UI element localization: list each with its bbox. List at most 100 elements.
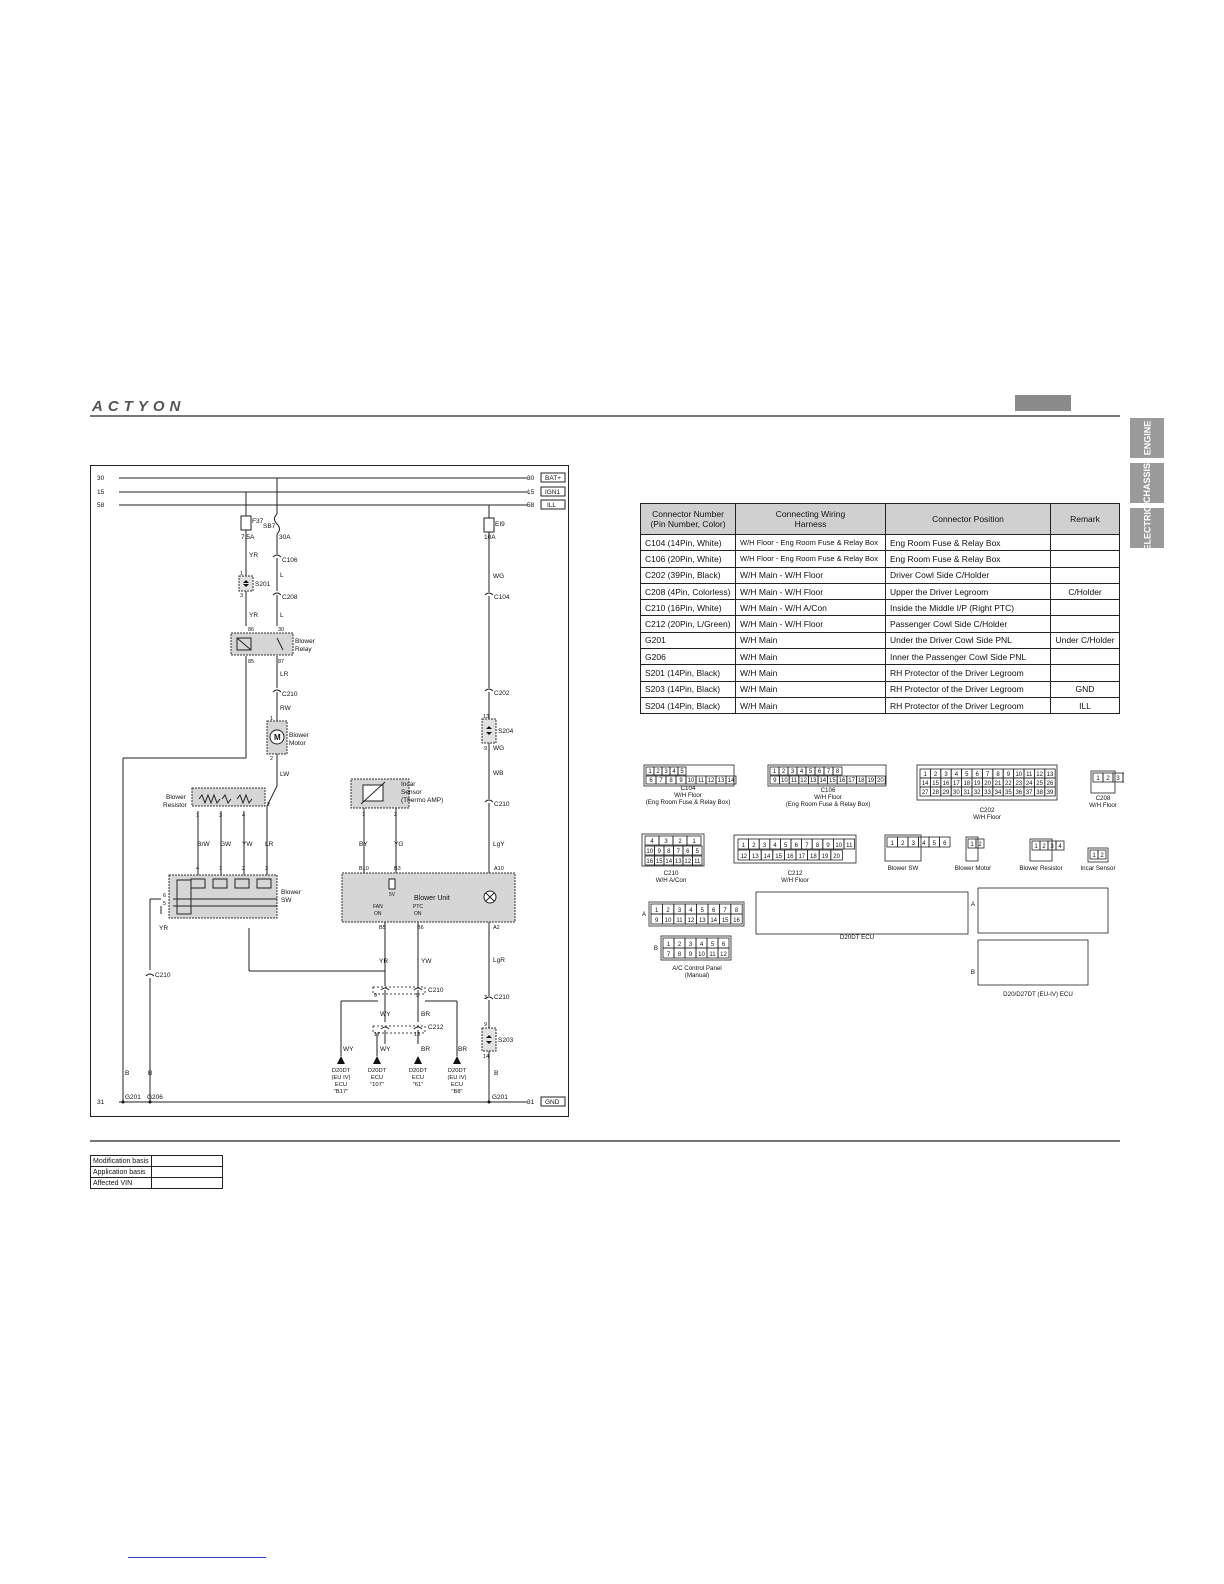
connector-pin: [875, 775, 886, 785]
side-tab-electric[interactable]: ELECTRIC: [1130, 506, 1164, 551]
wire-yw-1: YW: [242, 841, 253, 848]
connector-housing: [643, 764, 735, 787]
connector-housing: [977, 887, 1109, 934]
connector-pin-label: 17: [798, 854, 805, 860]
connector-pin-label: 3: [689, 942, 693, 948]
connector-pin-label: 9: [655, 918, 659, 924]
fuse-ei9-rating: 10A: [484, 534, 496, 541]
rail-30-left: 30: [97, 475, 105, 482]
wire-yr-2: YR: [249, 612, 258, 619]
table-row: C208 (4Pin, Colorless)W/H Main - W/H Flo…: [640, 582, 1120, 601]
connector-pin-label: 13: [810, 778, 817, 784]
connector-housing: [965, 836, 979, 862]
ptc-on-2: ON: [414, 911, 422, 917]
connector-pin-label: 13: [675, 859, 682, 865]
connector-pin-label: 15: [656, 859, 663, 865]
splice-s204: S204: [498, 728, 514, 735]
pin-c210-3: 3: [484, 995, 487, 1001]
cv-incar-sensor: Incar Sensor: [1080, 865, 1115, 872]
connector-pin-label: 6: [649, 778, 653, 784]
pin-res-2: 2: [267, 802, 270, 808]
switch-label-2: SW: [281, 897, 292, 904]
connector-pin: [939, 836, 951, 848]
cv-c210-sub: W/H A/Con: [656, 877, 687, 884]
ecu-ref-2-a: D20DT: [368, 1068, 387, 1074]
pin-30: 30: [278, 627, 284, 633]
table-row: C212 (20Pin, L/Green)W/H Main - W/H Floo…: [640, 615, 1120, 633]
connector-pin-label: 6: [712, 908, 716, 914]
fuse-f37-rating: 7.5A: [241, 534, 255, 541]
connector-pin-label: 32: [974, 790, 981, 796]
connector-pin-label: 30: [953, 790, 960, 796]
cv-row-b: B: [654, 945, 658, 952]
pin-sw-4: 4: [196, 866, 199, 872]
wire-b-1: B: [125, 1070, 129, 1077]
motor-label-1: Blower: [289, 732, 310, 739]
pin-c210-5: 5: [416, 993, 419, 999]
wire-wg-2: WG: [493, 745, 504, 752]
pin-s204-13: 13: [483, 714, 489, 720]
blower-unit-label: Blower Unit: [414, 895, 450, 902]
conn-c104: C104: [494, 594, 510, 601]
wire-yr-4: YR: [379, 958, 388, 965]
connector-pin-label: 10: [665, 918, 672, 924]
connector-pin-label: 28: [932, 790, 939, 796]
connector-pin-label: 1: [891, 841, 895, 847]
conn-c210-a: C210: [282, 691, 298, 698]
connector-pin-label: 9: [658, 849, 662, 855]
connector-pin: [677, 766, 687, 776]
resistor-label-2: Resistor: [163, 802, 188, 809]
connector-pin-label: 12: [708, 778, 715, 784]
connector-pin-label: 9: [689, 952, 693, 958]
side-tab-chassis[interactable]: CHASSIS: [1130, 463, 1164, 503]
header-rule: [90, 415, 1120, 417]
switch-label-1: Blower: [281, 889, 302, 896]
wire-wb: WB: [493, 770, 503, 777]
rail-ill-label: ILL: [547, 502, 556, 509]
ground-31-right: 31: [527, 1099, 535, 1106]
cv-blower-sw: Blower SW: [888, 865, 919, 872]
side-tab-engine[interactable]: ENGINE: [1130, 418, 1164, 458]
connector-pin-label: 12: [720, 952, 727, 958]
ecu-ref-3-a: D20DT: [409, 1068, 428, 1074]
connector-housing: [755, 891, 969, 935]
connector-pin-label: 3: [912, 841, 916, 847]
connector-pin-label: 2: [1106, 776, 1110, 782]
wire-yg: YG: [394, 841, 403, 848]
conn-c210-e: C210: [428, 987, 444, 994]
wire-brw: BrW: [197, 841, 211, 848]
connector-pin-label: 4: [700, 942, 704, 948]
connector-pin-label: 2: [934, 772, 938, 778]
connector-pin-label: 21: [995, 781, 1002, 787]
connector-housing: [1087, 847, 1109, 863]
ground-g201-left: G201: [125, 1094, 141, 1101]
connector-pin: [730, 913, 743, 925]
rail-15-left: 15: [97, 489, 105, 496]
connector-pin-label: 8: [735, 908, 739, 914]
connector-pin-label: 7: [805, 843, 809, 849]
rail-bat-label: BAT+: [545, 475, 561, 482]
connector-pin-label: 16: [943, 781, 950, 787]
connector-pin: [725, 775, 737, 785]
cv-c208-title: C208: [1096, 795, 1111, 802]
incar-label-1: Incar: [401, 781, 416, 788]
connector-pin-label: 16: [839, 778, 846, 784]
five-volt: 5V: [389, 892, 396, 898]
connector-pin-label: 39: [1047, 790, 1054, 796]
ecu-ref-1-c: ECU: [335, 1082, 347, 1088]
connector-pin-label: 3: [944, 772, 948, 778]
footer-link-underline[interactable]: [128, 1557, 266, 1558]
wire-yr-3: YR: [159, 925, 168, 932]
table-row: Affected VIN: [90, 1177, 223, 1189]
pin-85: 85: [248, 659, 254, 665]
pin-a2: A2: [493, 925, 500, 931]
pin-c212-17: 17: [374, 1032, 380, 1038]
fuse-ei9: EI9: [495, 521, 505, 528]
connector-pin-label: 1: [648, 769, 652, 775]
connector-pin-label: 18: [858, 778, 865, 784]
cv-c208-sub: W/H Floor: [1089, 802, 1117, 809]
conn-c202: C202: [494, 690, 510, 697]
